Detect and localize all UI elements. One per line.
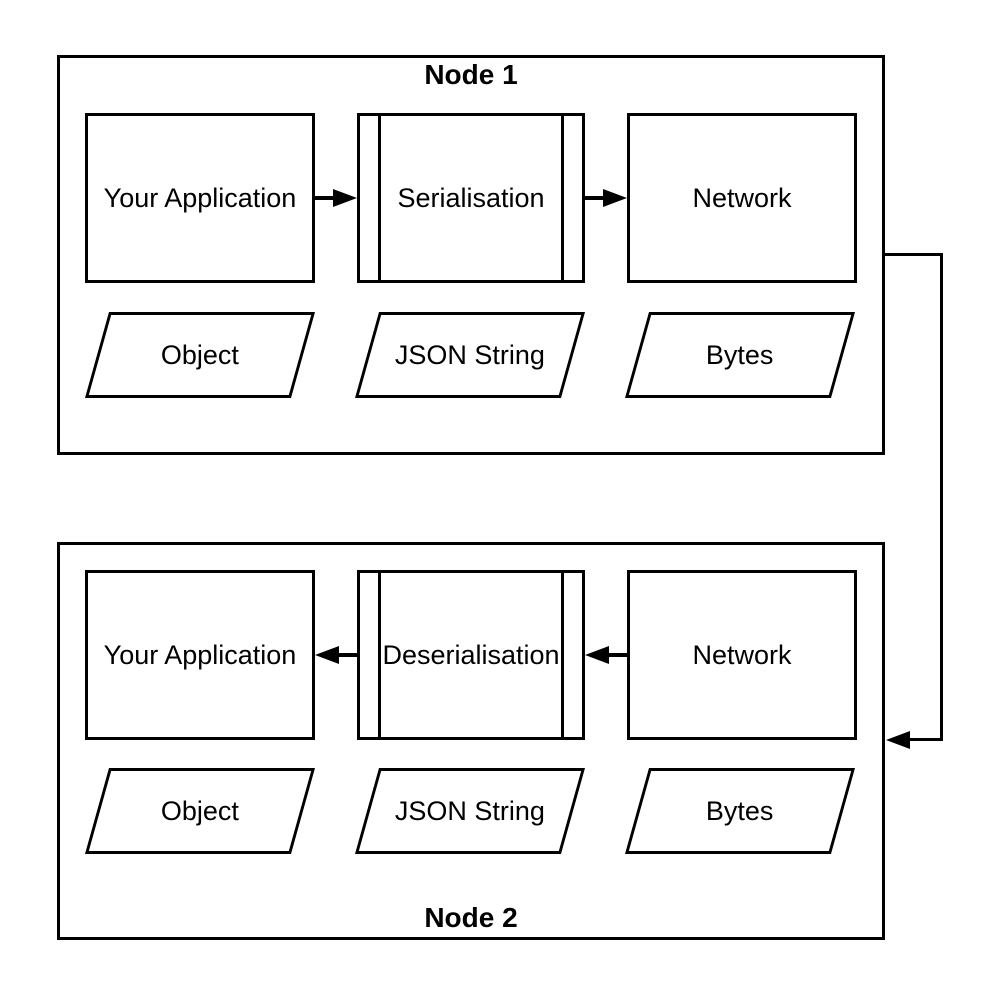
node2-network-label: Network — [692, 639, 792, 670]
connector-segment-bottom — [908, 738, 943, 741]
node1-bytes-shape: Bytes — [624, 312, 856, 398]
node1-bytes-label: Bytes — [706, 339, 774, 370]
connector-segment-top — [885, 253, 943, 256]
node2-container: Your Application Deserialisation Network… — [57, 542, 885, 940]
node1-your-application-label: Your Application — [103, 182, 297, 213]
connector-segment-vertical — [940, 253, 943, 741]
node2-object-shape: Object — [84, 768, 316, 854]
node1-your-application-box: Your Application — [85, 113, 315, 283]
node2-deserialisation-label: Deserialisation — [382, 639, 560, 670]
arrow-shaft — [335, 653, 357, 657]
node2-json-string-shape: JSON String — [354, 768, 586, 854]
node1-serialisation-label: Serialisation — [397, 182, 545, 213]
node2-bytes-label: Bytes — [706, 795, 774, 826]
arrow-node1-serialisation-to-network — [585, 189, 627, 207]
arrow-shaft — [315, 196, 337, 200]
arrow-node2-network-to-deserialisation — [585, 646, 627, 664]
node1-json-string-label: JSON String — [394, 339, 546, 370]
arrowhead-left-icon — [315, 646, 339, 664]
node2-deserialisation-box: Deserialisation — [357, 570, 585, 740]
node2-your-application-label: Your Application — [103, 639, 297, 670]
node1-json-string-shape: JSON String — [354, 312, 586, 398]
node1-network-label: Network — [692, 182, 792, 213]
node2-object-label: Object — [160, 795, 240, 826]
node1-title: Node 1 — [424, 59, 518, 90]
node1-object-shape: Object — [84, 312, 316, 398]
connector-arrowhead-left-icon — [886, 731, 910, 749]
arrowhead-left-icon — [585, 646, 609, 664]
arrowhead-right-icon — [333, 189, 357, 207]
node2-network-box: Network — [627, 570, 857, 740]
node1-serialisation-box: Serialisation — [357, 113, 585, 283]
arrow-node2-deserialisation-to-application — [315, 646, 357, 664]
node2-your-application-box: Your Application — [85, 570, 315, 740]
arrow-shaft — [585, 196, 607, 200]
node2-json-string-label: JSON String — [394, 795, 546, 826]
arrowhead-right-icon — [603, 189, 627, 207]
node1-object-label: Object — [160, 339, 240, 370]
node1-container: Node 1 Your Application Serialisation Ne… — [57, 55, 885, 455]
node2-title: Node 2 — [424, 902, 518, 933]
arrow-node1-application-to-serialisation — [315, 189, 357, 207]
arrow-shaft — [605, 653, 627, 657]
node1-network-box: Network — [627, 113, 857, 283]
node2-bytes-shape: Bytes — [624, 768, 856, 854]
